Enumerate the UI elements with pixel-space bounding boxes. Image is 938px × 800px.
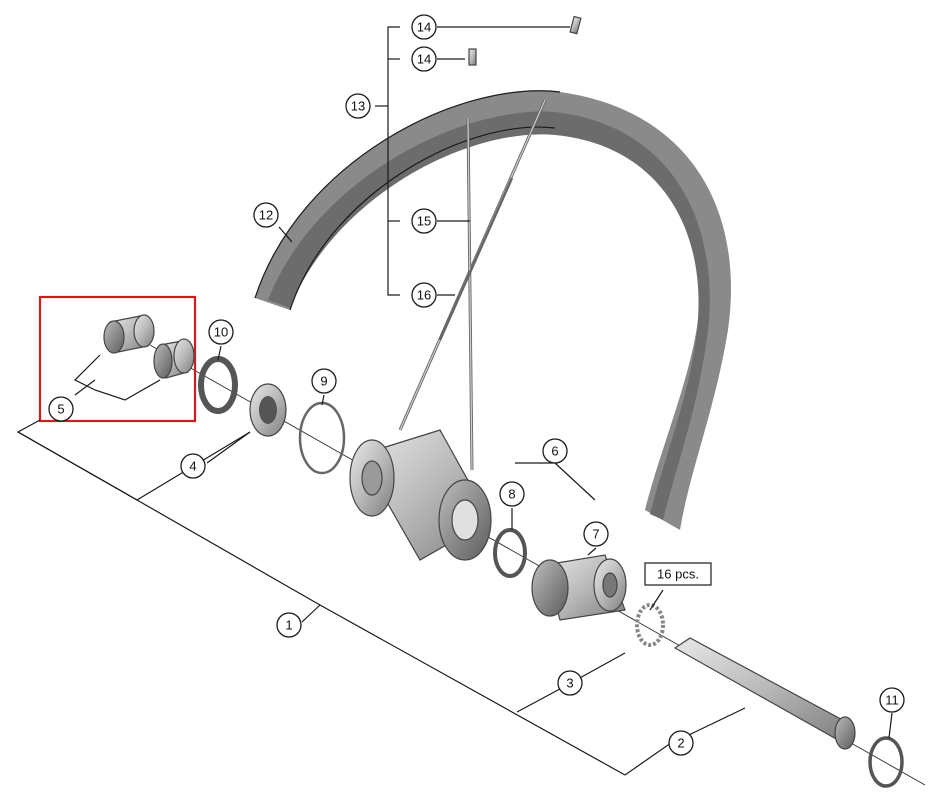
nipple-parts xyxy=(468,15,582,66)
svg-text:5: 5 xyxy=(57,402,64,417)
callout-5: 5 xyxy=(48,396,74,422)
callout-10: 10 xyxy=(208,319,234,345)
rim xyxy=(254,90,732,531)
svg-text:9: 9 xyxy=(320,374,327,389)
callout-4: 4 xyxy=(180,453,206,479)
svg-text:12: 12 xyxy=(259,208,273,223)
svg-text:7: 7 xyxy=(592,527,599,542)
callout-8: 8 xyxy=(499,481,525,507)
callout-12: 12 xyxy=(253,202,279,228)
svg-text:4: 4 xyxy=(189,459,196,474)
callout-1: 1 xyxy=(276,612,302,638)
callout-13: 13 xyxy=(345,93,371,119)
svg-text:10: 10 xyxy=(214,325,228,340)
callout-7: 7 xyxy=(583,521,609,547)
callout-6: 6 xyxy=(542,438,568,464)
callout-14-top: 14 xyxy=(411,14,437,40)
ball-ring xyxy=(635,603,665,647)
bearing-4 xyxy=(249,383,287,437)
ring-11 xyxy=(868,736,904,788)
svg-text:11: 11 xyxy=(885,693,899,708)
freehub-body xyxy=(531,554,627,621)
snap-ring-9 xyxy=(298,401,346,475)
callout-11: 11 xyxy=(879,687,905,713)
svg-text:16 pcs.: 16 pcs. xyxy=(657,567,699,582)
quantity-note: 16 pcs. xyxy=(644,562,712,586)
part-5-cups xyxy=(103,314,195,379)
svg-text:13: 13 xyxy=(351,99,365,114)
svg-text:6: 6 xyxy=(551,444,558,459)
callout-14-second: 14 xyxy=(411,46,437,72)
svg-text:1: 1 xyxy=(285,618,292,633)
axle-2 xyxy=(673,637,856,750)
highlight-box xyxy=(38,295,197,423)
callout-3: 3 xyxy=(557,670,583,696)
callout-15: 15 xyxy=(411,208,437,234)
svg-text:14: 14 xyxy=(417,52,431,67)
callout-2: 2 xyxy=(668,730,694,756)
hub-body xyxy=(349,429,492,561)
ring-10 xyxy=(198,356,238,414)
svg-text:15: 15 xyxy=(417,214,431,229)
svg-text:3: 3 xyxy=(566,676,573,691)
ring-8 xyxy=(493,528,527,578)
svg-text:8: 8 xyxy=(508,487,515,502)
svg-text:14: 14 xyxy=(417,20,431,35)
svg-text:16: 16 xyxy=(417,288,431,303)
svg-text:2: 2 xyxy=(677,736,684,751)
callout-9: 9 xyxy=(311,368,337,394)
callout-16: 16 xyxy=(411,282,437,308)
spokes xyxy=(398,99,547,471)
